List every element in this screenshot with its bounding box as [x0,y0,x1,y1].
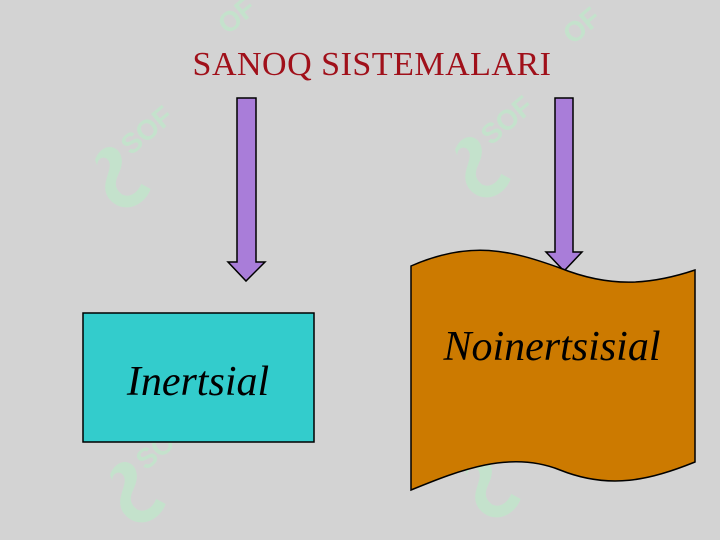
noinertsisial-box [410,249,696,492]
inertsial-label: Inertsial [126,359,269,405]
inertsial-box [82,312,315,443]
right-down-arrow-icon [544,97,584,273]
left-down-arrow-icon [226,97,267,283]
noinertsisial-label: Noinertsisial [442,324,660,370]
slide-title: SANOQ SISTEMALARI [192,46,552,83]
